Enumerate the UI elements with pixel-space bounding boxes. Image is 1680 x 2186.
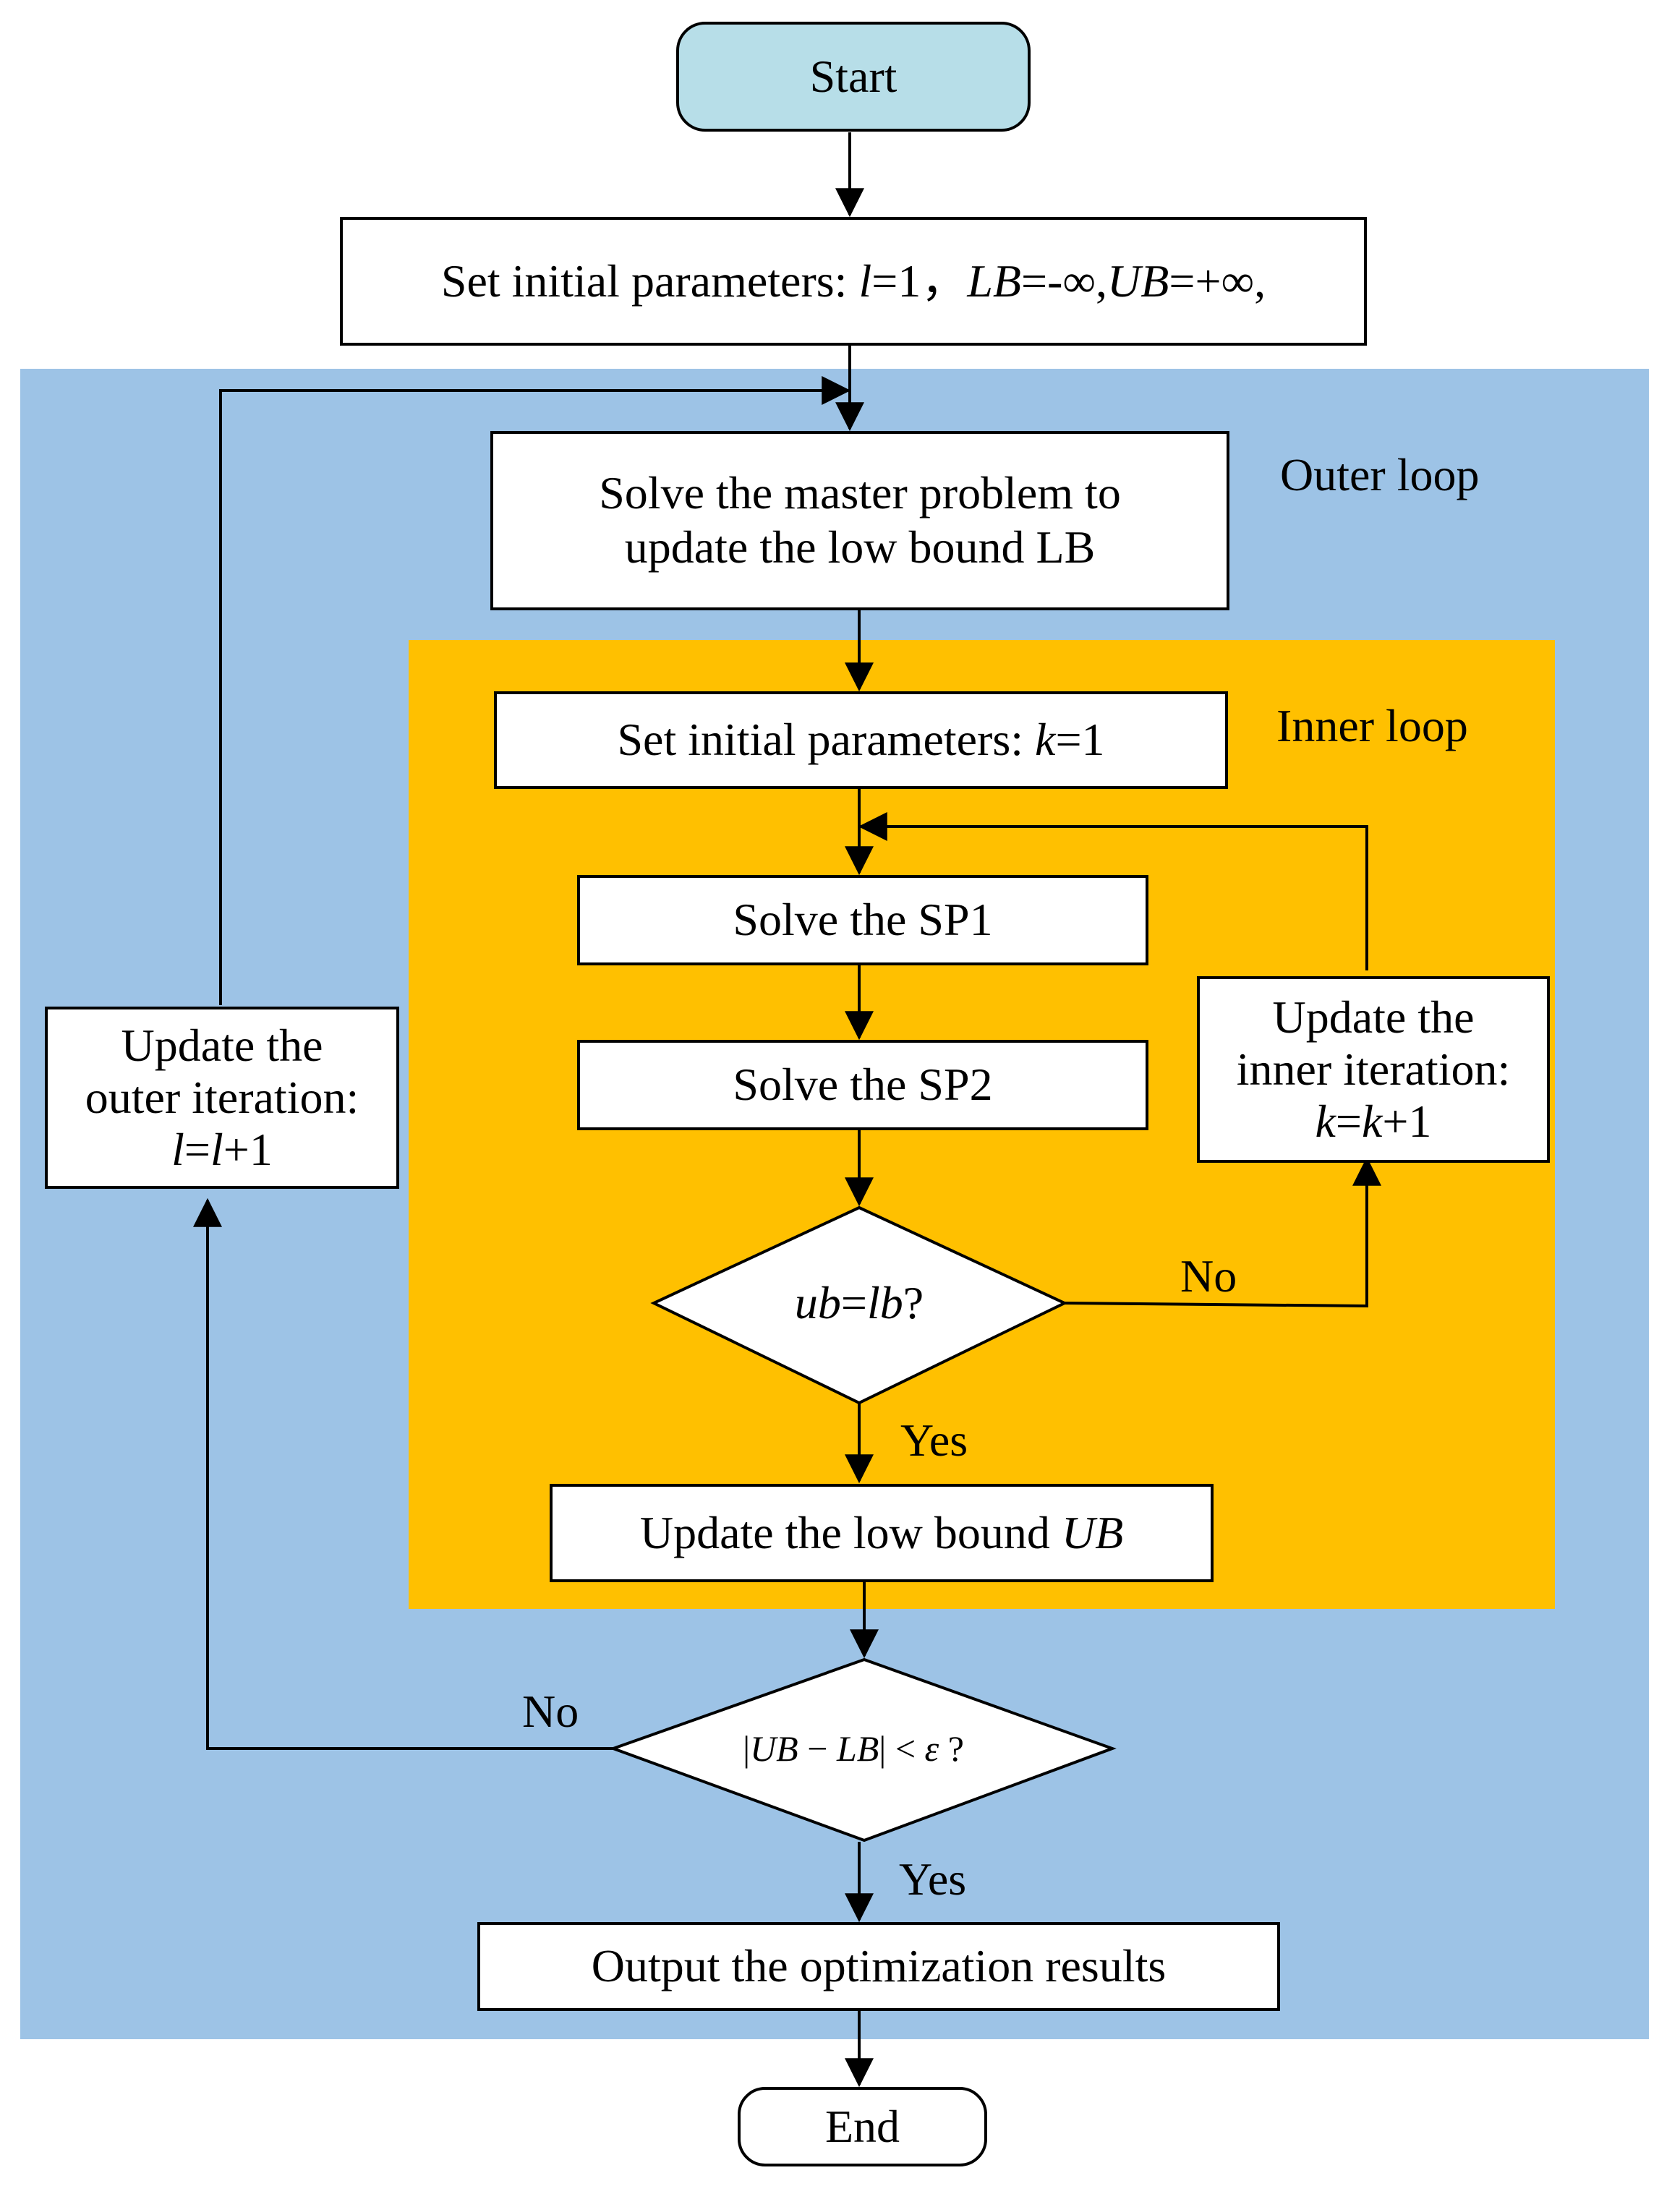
outer-decision-lt: < [886,1728,925,1769]
init-outer-ub-var: UB [1107,255,1169,307]
init-outer-lb-var: LB [967,255,1021,307]
inner-decision-ub: ub [794,1277,841,1328]
outer-decision-lb: LB [836,1728,879,1769]
init-inner-text: Set initial parameters: k=1 [617,713,1104,767]
update-inner-k2: k [1362,1095,1383,1147]
inner-decision-eq: = [840,1277,867,1328]
outer-decision-q: ? [939,1728,964,1769]
inner-decision-lb: lb [866,1277,903,1328]
update-ub-prefix: Update the low bound [639,1506,1062,1558]
update-outer-line3: l=l+1 [171,1124,273,1176]
arrow-outer-loop-back [219,376,851,1005]
inner-decision-q: ? [903,1277,924,1328]
end-label: End [824,2100,900,2152]
inner-decision-diamond [650,1205,1068,1405]
sp1-label: Solve the SP1 [733,894,993,946]
init-inner-prefix: Set initial parameters: [617,714,1036,766]
outer-decision-eps: ε [924,1728,939,1769]
init-outer-eq3: =+∞, [1169,255,1266,307]
init-inner-k-var: k [1035,714,1056,766]
update-ub-var: UB [1061,1506,1124,1558]
init-outer-text: Set initial parameters: l=1，LB=-∞,UB=+∞, [441,255,1266,309]
init-outer-prefix: Set initial parameters: [440,255,859,307]
outer-decision-ub: UB [750,1728,798,1769]
outer-decision-minus: − [798,1728,837,1769]
arrow-inner-loop-back [858,812,1368,970]
arrow-outer-no [193,1197,613,1750]
inner-decision-text: ub=lb? [723,1274,995,1332]
inner-loop-label: Inner loop [1276,700,1468,751]
update-outer-l1: l [171,1123,184,1175]
sp2-box: Solve the SP2 [577,1040,1148,1130]
master-problem-box: Solve the master problem to update the l… [490,431,1229,610]
output-box: Output the optimization results [477,1922,1280,2011]
update-inner-line1: Update the [1272,991,1475,1043]
init-inner-eq: =1 [1055,714,1105,766]
update-inner-eq: = [1335,1095,1362,1147]
sp2-label: Solve the SP2 [733,1059,993,1111]
update-outer-l2: l [210,1123,223,1175]
outer-no-label: No [522,1686,579,1737]
init-outer-l-var: l [858,255,872,307]
update-inner-line3: k=k+1 [1316,1096,1432,1148]
update-ub-box: Update the low bound UB [550,1484,1214,1582]
start-label: Start [809,50,897,102]
init-inner-box: Set initial parameters: k=1 [494,691,1228,789]
output-label: Output the optimization results [591,1940,1167,1992]
start-node: Start [676,22,1031,132]
arrow-inner-no [1064,1156,1381,1308]
update-outer-eq: = [184,1123,210,1175]
outer-decision-diamond [609,1657,1117,1843]
master-line1: Solve the master problem to [599,467,1121,519]
update-outer-line2: outer iteration: [85,1072,359,1124]
update-outer-line1: Update the [121,1020,323,1072]
end-node: End [738,2087,987,2166]
master-line2: update the low bound LB [624,521,1096,573]
init-outer-eq1: =1， [871,255,968,307]
update-inner-plus: +1 [1382,1095,1432,1147]
update-outer-plus: +1 [223,1123,273,1175]
update-outer-box: Update the outer iteration: l=l+1 [45,1007,399,1189]
init-outer-eq2: =-∞, [1021,255,1108,307]
outer-loop-label: Outer loop [1280,449,1480,500]
sp1-box: Solve the SP1 [577,875,1148,965]
update-inner-line2: inner iteration: [1236,1043,1511,1096]
inner-no-label: No [1180,1250,1237,1302]
outer-decision-text: |UB − LB| < ε ? [694,1725,1012,1772]
inner-yes-label: Yes [900,1414,968,1466]
update-inner-k1: k [1315,1095,1336,1147]
outer-yes-label: Yes [899,1853,967,1905]
outer-decision-bar2: | [879,1728,887,1769]
update-ub-text: Update the low bound UB [640,1506,1123,1560]
outer-decision-bar1: | [743,1728,751,1769]
update-inner-box: Update the inner iteration: k=k+1 [1197,976,1550,1163]
init-outer-box: Set initial parameters: l=1，LB=-∞,UB=+∞, [340,217,1367,346]
